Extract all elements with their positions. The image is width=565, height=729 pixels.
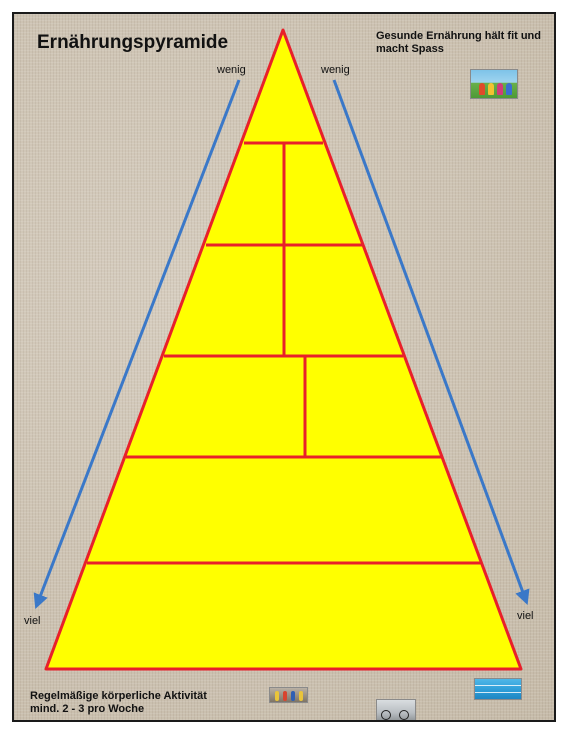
photo-figure	[291, 691, 295, 701]
poster-sheet: Ernährungspyramide Gesunde Ernährung häl…	[12, 12, 556, 722]
label-wenig-right: wenig	[321, 64, 350, 76]
photo-figure	[299, 691, 303, 701]
photo-running	[269, 687, 308, 703]
food-pyramid	[14, 14, 554, 720]
pool-lane	[475, 692, 521, 693]
label-wenig-left: wenig	[217, 64, 246, 76]
photo-figure	[283, 691, 287, 701]
photo-cycling	[376, 699, 416, 722]
activity-line-2: mind. 2 - 3 pro Woche	[30, 703, 280, 716]
bike-wheel	[381, 710, 391, 720]
activity-note: Regelmäßige körperliche Aktivität mind. …	[30, 690, 280, 716]
label-viel-right: viel	[517, 610, 534, 622]
photo-swimming	[474, 678, 522, 700]
bike-wheel	[399, 710, 409, 720]
label-viel-left: viel	[24, 615, 41, 627]
photo-figure	[275, 691, 279, 701]
activity-line-1: Regelmäßige körperliche Aktivität	[30, 690, 280, 703]
pool-lane	[475, 685, 521, 686]
